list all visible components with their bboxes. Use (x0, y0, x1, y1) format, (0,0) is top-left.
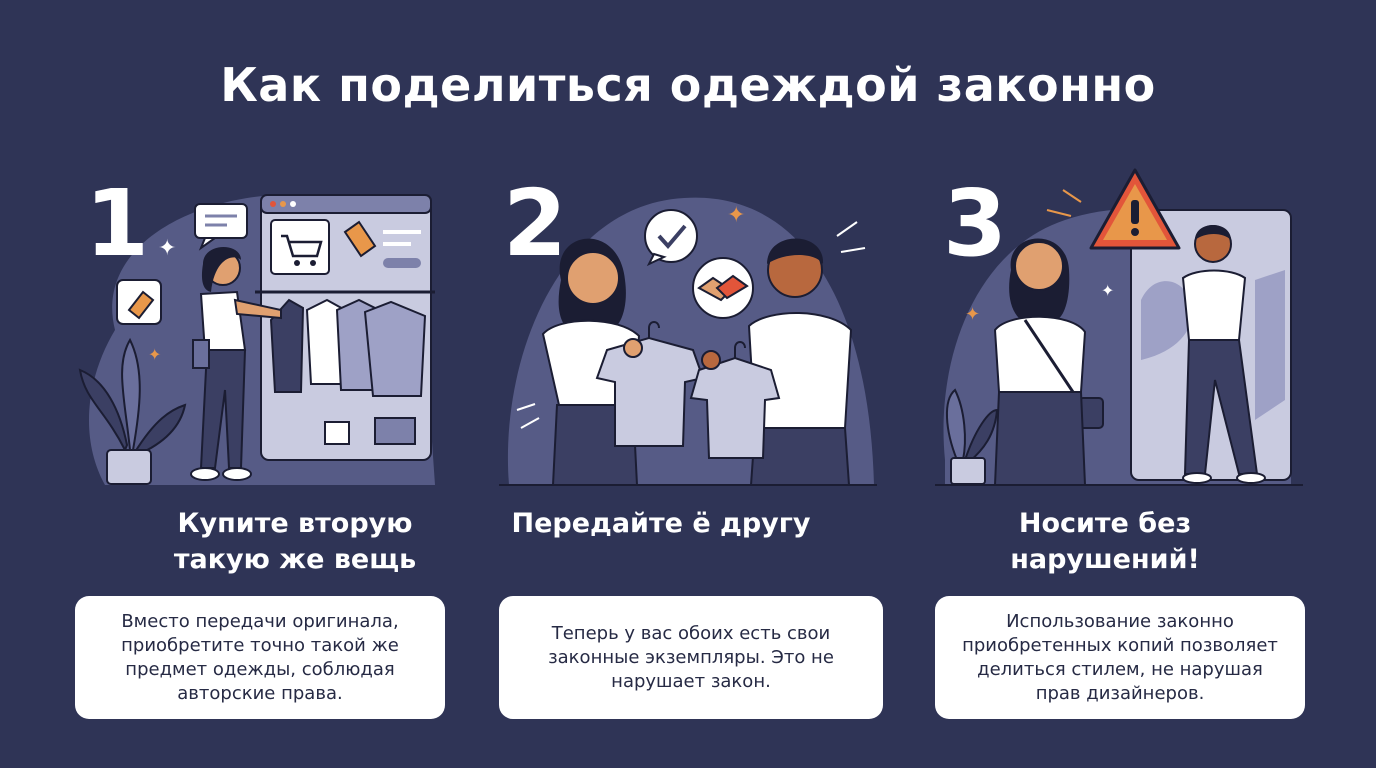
plant-icon (945, 388, 999, 485)
step-3-card-line: прав дизайнеров. (1035, 682, 1205, 704)
sparkle-icon: ✦ (727, 203, 745, 228)
step-1-card: Вместо передачи оригинала, приобретите т… (75, 596, 445, 719)
step-1-heading-line-1: Купите вторую (177, 508, 413, 539)
step-2-heading-line-1: Передайте ё другу (511, 508, 811, 539)
step-1-card-line: Вместо передачи оригинала, (121, 610, 399, 632)
step-3-illustration: ✦ ✦ (935, 168, 1303, 486)
step-3-card-line: делиться стилем, не нарушая (977, 658, 1263, 680)
page-title: Как поделиться одеждой законно (220, 58, 1156, 112)
price-tag-icon (116, 279, 162, 325)
warning-icon (1089, 168, 1181, 250)
step-3-card: Использование законно приобретенных копи… (935, 596, 1305, 719)
step-2-illustration: ✦ (499, 197, 877, 486)
step-2: ✦ Передайте ё другу Теперь у вас обоих е… (499, 160, 939, 720)
sparkle-icon: ✦ (1101, 281, 1114, 300)
step-1-heading-line-2: такую же вещь (173, 544, 417, 575)
step-3-number: 3 (943, 170, 1008, 277)
step-1: ✦ ✦ Купите вторую такую же вещь (75, 160, 515, 720)
sparkle-icon: ✦ (158, 236, 176, 261)
step-3-heading-line-2: нарушений! (1010, 544, 1200, 575)
handshake-icon (692, 257, 754, 319)
step-1-illustration: ✦ ✦ (78, 194, 436, 485)
step-1-number: 1 (85, 170, 150, 277)
step-2-heading: Передайте ё другу (441, 506, 881, 542)
step-3-card-line: Использование законно (1006, 610, 1234, 632)
step-1-card-line: авторские права. (177, 682, 343, 704)
step-1-card-line: приобретите точно такой же (121, 634, 399, 656)
step-3: ✦ ✦ Носите без нарушений! Использование … (935, 160, 1375, 720)
plant-icon (78, 337, 187, 485)
step-3-heading-line-1: Носите без (1018, 508, 1192, 539)
checkmark-bubble-icon (644, 209, 698, 267)
step-1-card-line: предмет одежды, соблюдая (125, 658, 395, 680)
sparkle-icon: ✦ (965, 304, 980, 325)
step-2-number: 2 (503, 170, 568, 277)
step-3-heading: Носите без нарушений! (885, 506, 1325, 578)
shopping-cart-icon (270, 219, 330, 275)
step-3-card-line: приобретенных копий позволяет (962, 634, 1278, 656)
step-2-card-line: Теперь у вас обоих есть свои (551, 622, 831, 644)
step-1-heading: Купите вторую такую же вещь (75, 506, 515, 578)
speech-bubble-icon (194, 203, 248, 251)
step-2-card: Теперь у вас обоих есть свои законные эк… (499, 596, 883, 719)
step-2-card-line: законные экземпляры. Это не (548, 646, 834, 668)
step-2-card-line: нарушает закон. (611, 670, 771, 692)
sparkle-icon: ✦ (148, 345, 161, 364)
